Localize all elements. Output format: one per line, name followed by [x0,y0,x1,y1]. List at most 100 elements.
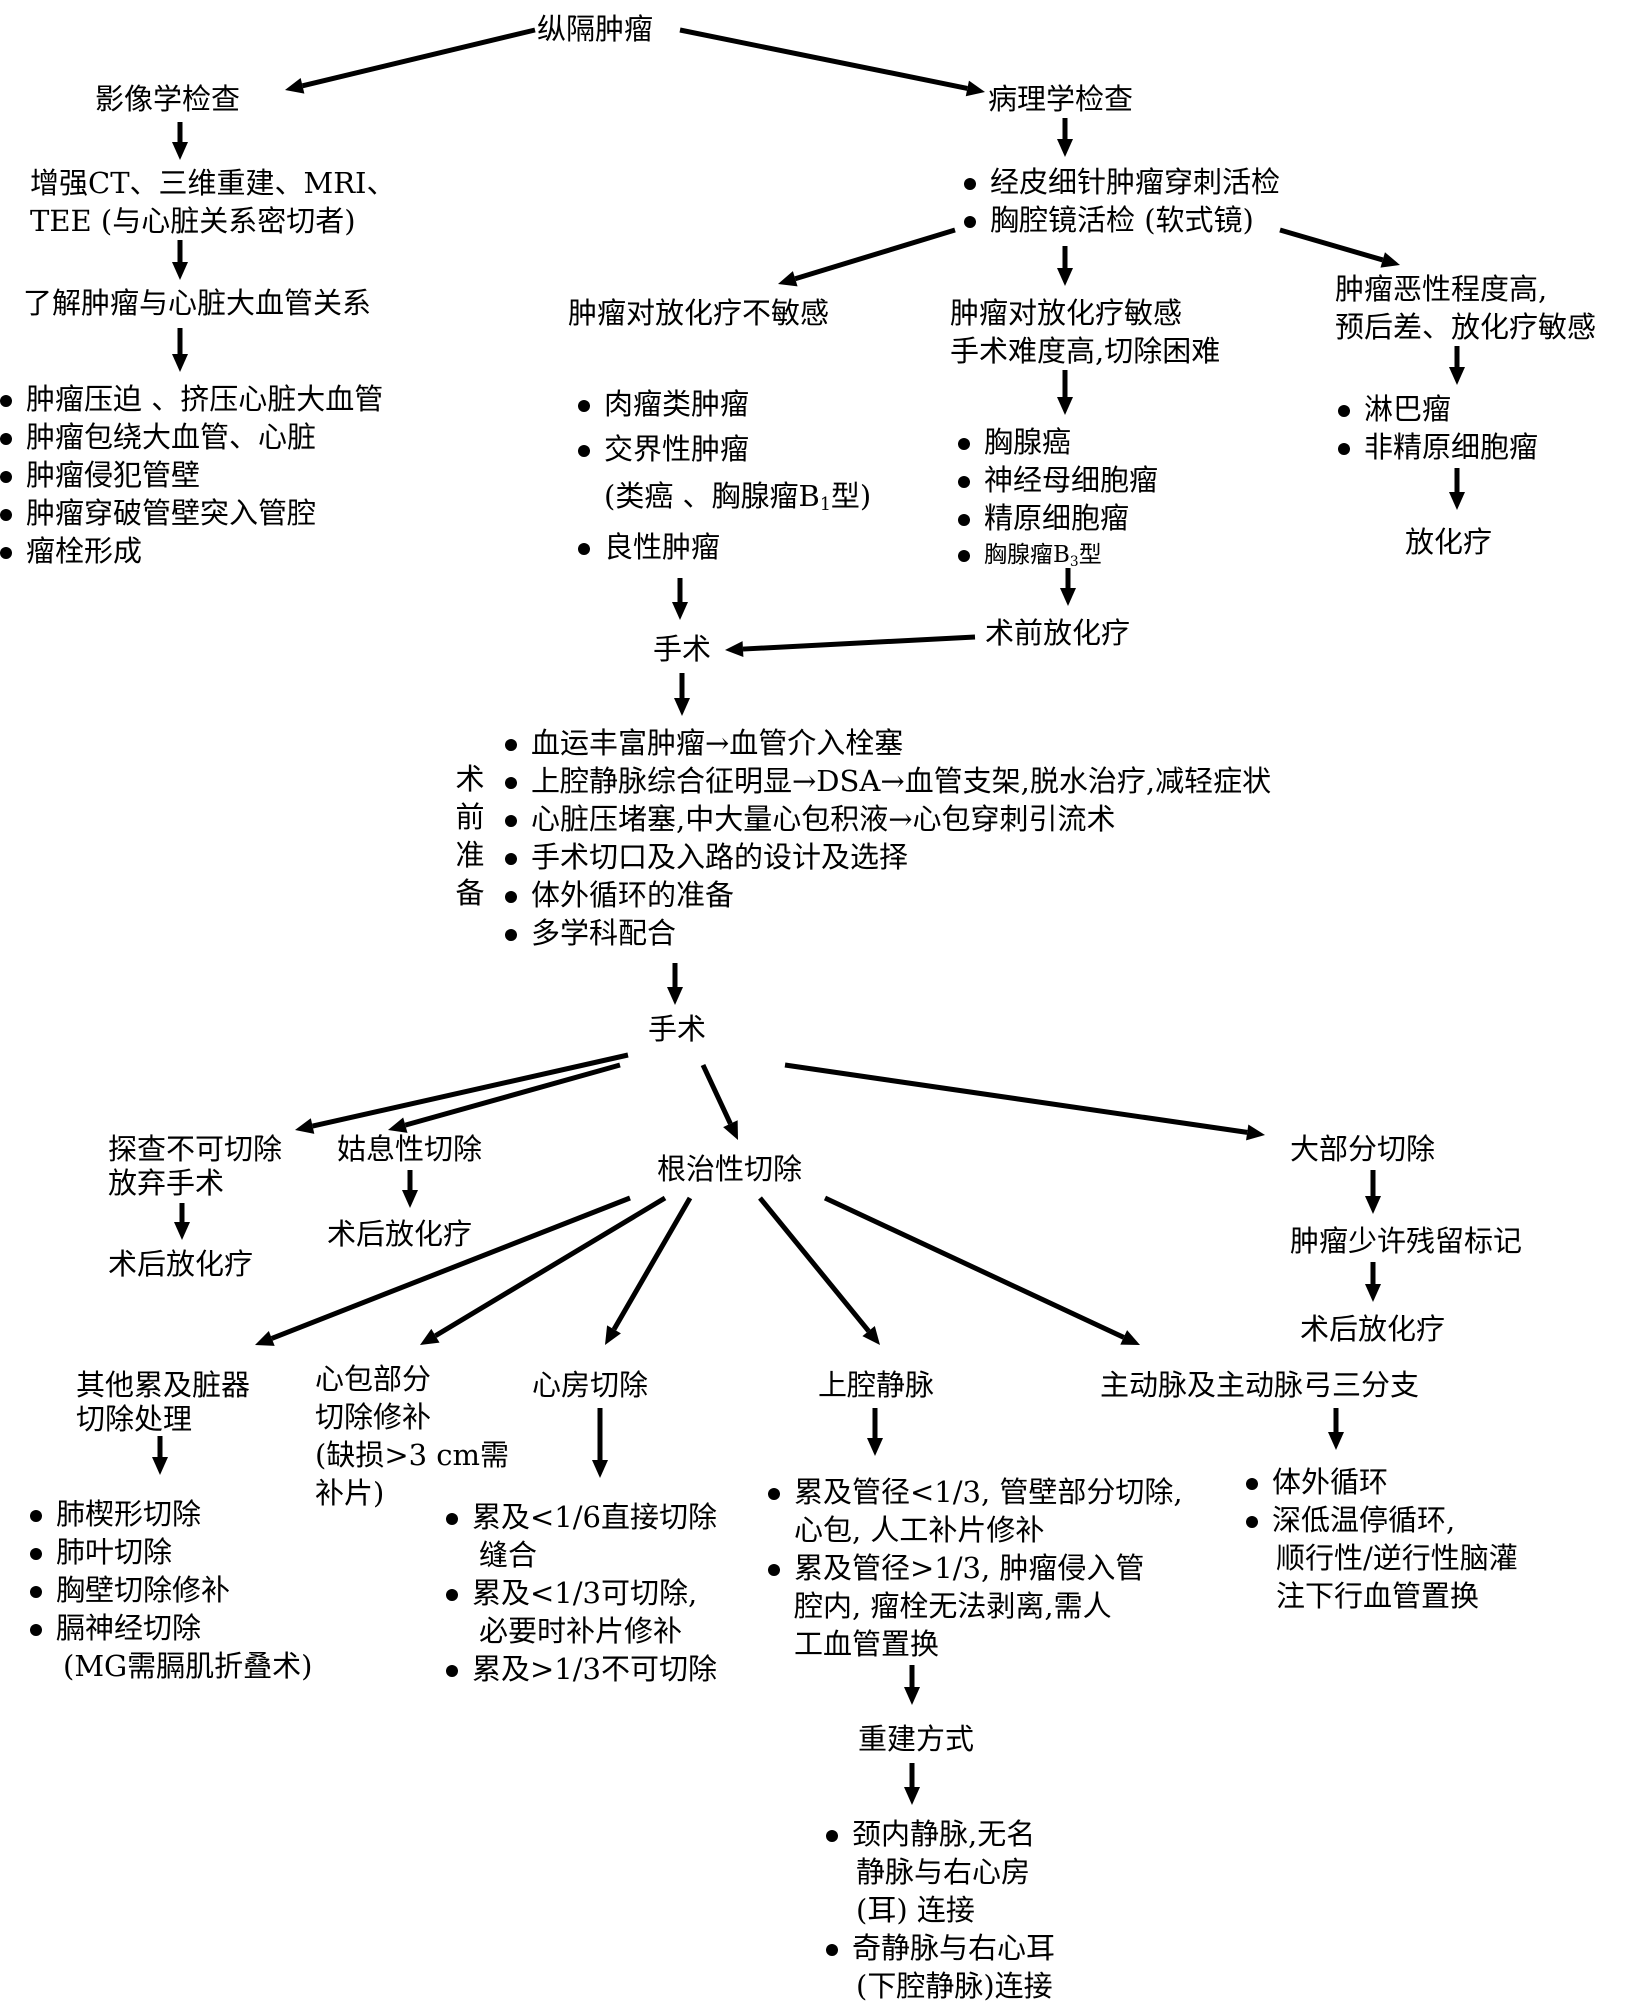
arrow-atrium-items [592,1408,608,1478]
arrow-radical-other [255,1195,631,1346]
list-item-cont: 静脉与右心房 [856,1855,1031,1889]
pathology-title: 病理学检查 [988,82,1134,116]
svc-list: 累及管径<1/3, 管壁部分切除, 心包, 人工补片修补 累及管径>1/3, 肿… [768,1473,1183,1663]
arrow-radical-svc [758,1196,880,1345]
arrow-surgery2-radical [700,1063,738,1140]
palliative-title: 姑息性切除 [337,1132,483,1166]
list-item: 血运丰富肿瘤→血管介入栓塞 [505,724,1271,762]
bullet [826,1944,838,1956]
arrow-to-sensitive [1057,246,1073,286]
surgery-node-1: 手术 [653,632,712,666]
pericardium-block: 心包部分 切除修补 (缺损>3 cm需 补片) [315,1360,509,1512]
bullet [0,395,12,407]
bullet [1246,1478,1258,1490]
insensitive-item-1: 肉瘤类肿瘤 [578,385,749,423]
arrow-malignant-next [1449,468,1465,510]
arrow-svc-items [867,1408,883,1456]
bullet [505,929,517,941]
malignant-title-line1: 肿瘤恶性程度高, [1335,272,1548,306]
list-item-cont: (耳) 连接 [856,1893,975,1927]
arrow-recon-items [904,1763,920,1805]
pathology-methods-list: 经皮细针肿瘤穿刺活检 胸腔镜活检 (软式镜) [964,163,1280,239]
bullet [0,547,12,559]
list-item: 颈内静脉,无名 [826,1815,1055,1853]
bullet [578,543,590,555]
insensitive-item-2: 交界性肿瘤 [578,430,749,468]
insensitive-note: (类癌 、胸腺瘤B1型) [604,479,872,515]
bullet [958,438,970,450]
list-item: 神经母细胞瘤 [958,461,1158,499]
bullet [505,891,517,903]
svc-title: 上腔静脉 [818,1368,935,1402]
bullet [964,178,976,190]
bullet [958,550,970,562]
arrow-surgery-prep [674,673,690,716]
prep-items-list: 血运丰富肿瘤→血管介入栓塞 上腔静脉综合征明显→DSA→血管支架,脱水治疗,减轻… [505,724,1271,952]
bullet [505,853,517,865]
aorta-title: 主动脉及主动脉弓三分支 [1100,1368,1420,1402]
malignant-next: 放化疗 [1405,525,1493,559]
insensitive-title: 肿瘤对放化疗不敏感 [568,296,830,330]
bullet [826,1830,838,1842]
arrow-root-pathology [679,27,985,97]
root-node: 纵隔肿瘤 [537,12,654,46]
bullet [30,1624,42,1636]
list-item: 手术切口及入路的设计及选择 [505,838,1271,876]
sensitive-items-list: 胸腺癌 神经母细胞瘤 精原细胞瘤 [958,423,1158,537]
list-item-cont: 注下行血管置换 [1276,1579,1480,1613]
list-item: 累及管径>1/3, 肿瘤侵入管 [768,1549,1183,1587]
arrow-explore-next [174,1203,190,1240]
imaging-title: 影像学检查 [95,82,241,116]
arrow-exams-goal [172,240,188,280]
list-item: 心脏压堵塞,中大量心包积液→心包穿刺引流术 [505,800,1271,838]
list-item: 肺楔形切除 [30,1495,313,1533]
imaging-goal: 了解肿瘤与心脏大血管关系 [23,286,372,320]
malignant-items-list: 淋巴瘤 非精原细胞瘤 [1338,390,1538,466]
sensitive-title-line1: 肿瘤对放化疗敏感 [950,296,1183,330]
list-item: 肿瘤穿破管壁突入管腔 [0,494,383,532]
arrow-surgery2-palliative [388,1062,621,1133]
list-item: 累及<1/3可切除, [446,1574,717,1612]
pericardium-line3: (缺损>3 cm需 [315,1438,510,1472]
bullet [446,1513,458,1525]
bullet [958,476,970,488]
atrium-title: 心房切除 [532,1368,649,1402]
bullet [0,471,12,483]
explore-title-line1: 探查不可切除 [108,1132,283,1166]
bullet [578,400,590,412]
arrow-radical-pericardium [420,1195,667,1345]
bullet [505,777,517,789]
bullet [30,1510,42,1522]
arrow-insensitive-surgery [672,578,688,620]
bullet [768,1488,780,1500]
recon-list: 颈内静脉,无名 静脉与右心房 (耳) 连接 奇静脉与右心耳 (下腔静脉)连接 [826,1815,1055,2003]
subtotal-next: 术后放化疗 [1300,1312,1446,1346]
prep-label: 术前准备 [455,762,485,910]
palliative-next: 术后放化疗 [327,1217,473,1251]
bullet [505,739,517,751]
list-item: 精原细胞瘤 [958,499,1158,537]
list-item: 累及>1/3不可切除 [446,1650,717,1688]
bullet [1338,443,1350,455]
arrow-imaging-exams [172,122,188,160]
list-item: 累及<1/6直接切除 [446,1498,717,1536]
arrow-subtotal-mark [1365,1170,1381,1214]
list-item: 肿瘤侵犯管壁 [0,456,383,494]
list-item: 累及管径<1/3, 管壁部分切除, [768,1473,1183,1511]
bullet [1246,1516,1258,1528]
list-item: 肺叶切除 [30,1533,313,1571]
list-item-cont: (下腔静脉)连接 [856,1969,1053,2003]
bullet [30,1586,42,1598]
arrow-sensitive-next [1060,568,1076,606]
sensitive-item-4: 胸腺瘤B3型 [958,536,1102,581]
bullet [0,509,12,521]
arrow-other-items [152,1436,168,1475]
list-item: 体外循环 [1246,1463,1518,1501]
pericardium-line1: 心包部分 [315,1362,432,1396]
list-item: 淋巴瘤 [1338,390,1538,428]
bullet [446,1665,458,1677]
pericardium-line4: 补片) [315,1476,385,1510]
arrow-to-insensitive [778,227,956,287]
other-organs-list: 肺楔形切除 肺叶切除 胸壁切除修补 膈神经切除 (MG需膈肌折叠术) [30,1495,313,1685]
